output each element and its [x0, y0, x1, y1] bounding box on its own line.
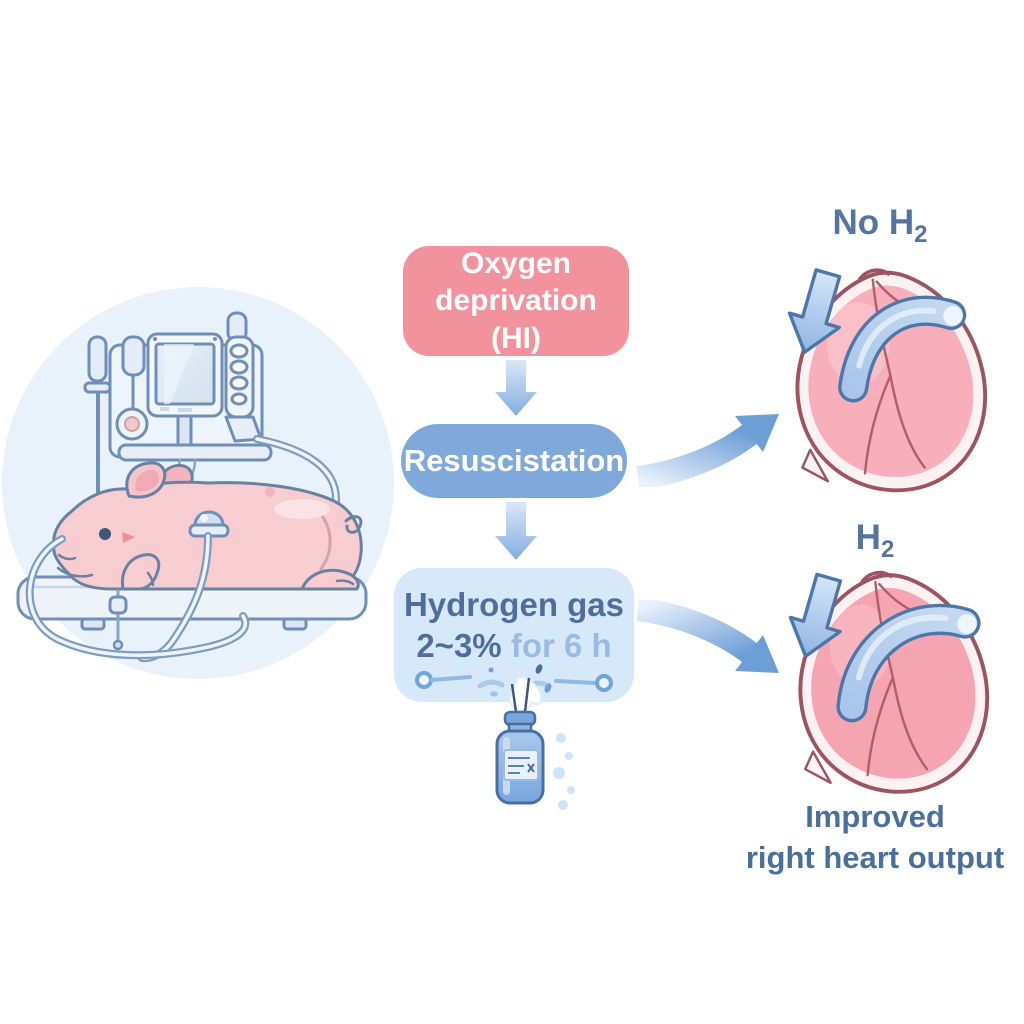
- piglet-on-ventilator-illustration: [16, 311, 368, 663]
- step-resuscitation-label: Resuscistation: [403, 443, 625, 478]
- step-hydrogen-gas-label: Hydrogen gas: [403, 586, 625, 623]
- outcome-caption-line2: right heart output: [745, 839, 1005, 875]
- h2-label: H2: [855, 518, 895, 563]
- heart-no-h2-illustration: [787, 268, 988, 493]
- step-hydrogen-duration: for 6 h: [501, 627, 612, 665]
- step-resuscitation: Resuscistation: [401, 424, 627, 498]
- down-arrow-icon: [495, 502, 537, 560]
- outcome-caption: Improved right heart output: [715, 797, 1024, 879]
- step-oxygen-deprivation-label: Oxygen deprivation (HI): [435, 246, 597, 355]
- down-arrow-icon: [495, 360, 537, 416]
- outcome-caption-line1: Improved: [805, 799, 945, 834]
- heart-h2-illustration: [788, 570, 990, 794]
- curved-flow-arrow-up-icon: [636, 414, 779, 487]
- curved-flow-arrow-down-icon: [636, 600, 779, 673]
- step-hydrogen-dose: 2~3% for 6 h: [416, 627, 612, 665]
- no-h2-label: No H2: [832, 203, 928, 248]
- step-oxygen-deprivation: Oxygen deprivation (HI): [403, 246, 629, 356]
- step-hydrogen-gas: Hydrogen gas 2~3% for 6 h: [394, 568, 634, 702]
- scene-circle-background: [2, 287, 394, 679]
- hydrogen-gas-vial-icon: [490, 676, 575, 810]
